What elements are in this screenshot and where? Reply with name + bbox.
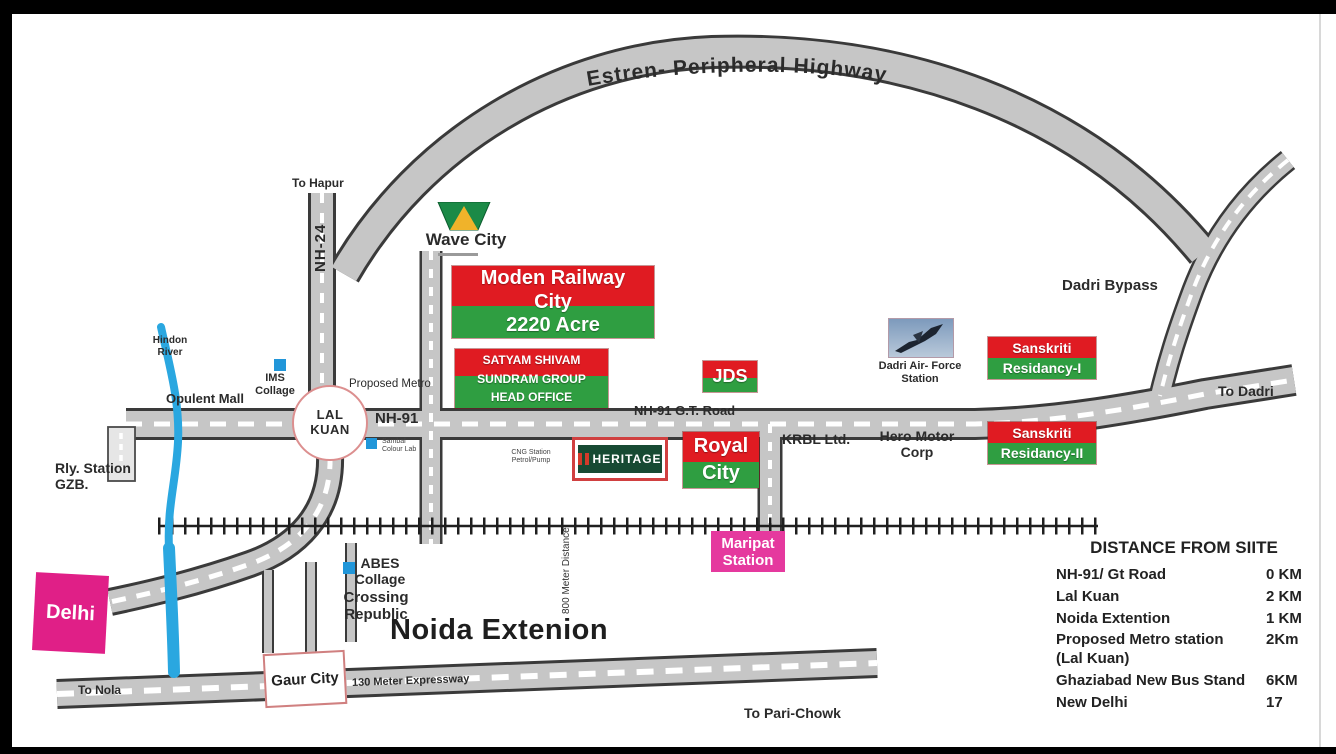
heritage-label: HERITAGE xyxy=(592,452,662,466)
heritage-sign: HERITAGE xyxy=(572,437,668,481)
gaur-city-label: Gaur City xyxy=(270,668,340,690)
nh24-label: NH-24 xyxy=(312,223,329,272)
moden-sign-line1: Moden Railway xyxy=(480,266,626,289)
hindon-river xyxy=(157,323,183,678)
frame-border-top xyxy=(0,0,1336,14)
wave-city-logo xyxy=(437,202,491,231)
nh91-gt-road-label: NH-91 G.T. Road xyxy=(634,403,736,418)
lal-kuan-roundabout xyxy=(292,385,368,461)
to-hapur-label: To Hapur xyxy=(292,176,344,190)
to-dadri-label: To Dadri xyxy=(1218,383,1274,399)
moden-railway-city-sign: Moden Railway City 2220 Acre xyxy=(452,266,654,338)
sambal-colour-lab-marker xyxy=(366,438,377,449)
jds-sign: JDS xyxy=(703,361,757,392)
ims-collage-marker xyxy=(274,359,286,371)
fighter-jet-icon xyxy=(895,324,943,353)
to-pari-chowk-label: To Pari-Chowk xyxy=(744,705,841,721)
sanskriti-1-line1: Sanskriti xyxy=(1012,340,1072,357)
noida-extenion-label: Noida Extenion xyxy=(390,614,609,646)
frame-border-left xyxy=(0,0,12,754)
moden-sign-line3: 2220 Acre xyxy=(506,314,600,337)
gzb-station-building xyxy=(107,426,136,482)
moden-sign-line2: City xyxy=(534,290,572,313)
nh91-label: NH-91 xyxy=(375,410,419,427)
satyam-sign-line3: HEAD OFFICE xyxy=(490,389,573,404)
800-meter-distance-label: 800 Meter Distance xyxy=(561,527,572,614)
wave-city-tagline-decoration xyxy=(438,253,478,256)
sanskriti-2-line1: Sanskriti xyxy=(1012,425,1072,442)
jds-sign-label: JDS xyxy=(712,366,748,386)
wave-city-label: Wave City xyxy=(425,230,507,249)
to-nola-label: To Nola xyxy=(78,683,122,697)
heritage-logo-mark2 xyxy=(585,453,590,465)
royal-city-line1: Royal xyxy=(693,435,749,458)
delhi-sign: Delhi xyxy=(32,572,109,654)
royal-city-sign: Royal City xyxy=(683,432,759,488)
sanskriti-2-line2: Residancy-II xyxy=(1000,444,1084,461)
royal-city-line2: City xyxy=(702,461,740,484)
sanskriti-residancy-2-sign: Sanskriti Residancy-II xyxy=(988,422,1096,464)
abes-collage-marker xyxy=(343,562,355,574)
krbl-label: KRBL Ltd. xyxy=(782,431,851,447)
road-delhi-curve xyxy=(107,454,342,613)
satyam-sign-line2: SUNDRAM GROUP xyxy=(477,371,586,386)
proposed-metro-label: Proposed Metro xyxy=(349,378,431,390)
frame-border-bottom xyxy=(0,747,1336,754)
frame-border-right xyxy=(1319,14,1321,747)
sanskriti-residancy-1-sign: Sanskriti Residancy-I xyxy=(988,337,1096,379)
sanskriti-1-line2: Residancy-I xyxy=(1002,359,1082,376)
delhi-label: Delhi xyxy=(45,600,96,625)
gaur-city-box: Gaur City xyxy=(262,649,348,709)
satyam-shivam-sign: SATYAM SHIVAM SUNDRAM GROUP HEAD OFFICE xyxy=(455,349,608,408)
heritage-logo-mark xyxy=(578,453,583,465)
road-estren-peripheral-highway xyxy=(331,37,1214,281)
dadri-airforce-image xyxy=(888,318,954,358)
satyam-sign-line1: SATYAM SHIVAM xyxy=(482,353,581,368)
table-row: Proposed Metro station (Lal Kuan)2Km xyxy=(1056,631,1299,667)
distance-table-title: DISTANCE FROM SIITE xyxy=(1090,538,1278,557)
opulent-mall-label: Opulent Mall xyxy=(166,391,244,406)
dadri-bypass-label: Dadri Bypass xyxy=(1062,277,1158,294)
